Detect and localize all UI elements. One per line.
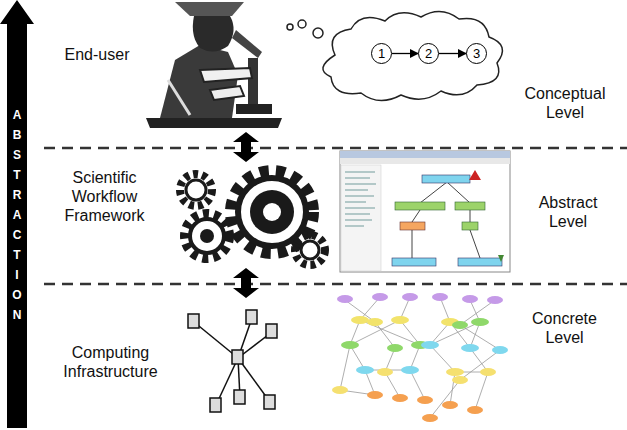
step-arrow	[392, 53, 418, 54]
thought-bubble	[298, 20, 306, 28]
thought-cloud	[323, 11, 503, 100]
level-divider	[44, 283, 627, 286]
step-circle: 1	[371, 43, 392, 64]
layer-label: End-user	[52, 45, 142, 64]
step-number: 1	[378, 46, 385, 61]
network-clipart	[188, 310, 277, 412]
step-number: 2	[425, 46, 432, 61]
level-label: Abstract Level	[528, 193, 608, 231]
concrete-workflow-graph	[332, 293, 508, 422]
step-number: 3	[473, 46, 480, 61]
thought-bubble	[287, 24, 293, 30]
thought-bubble	[313, 28, 323, 38]
step-circle: 3	[466, 43, 487, 64]
gears-clipart	[180, 172, 325, 265]
axis-label: ABSTRACTION	[8, 108, 26, 328]
scientist-clipart	[146, 2, 282, 128]
level-label: Conceptual Level	[515, 84, 615, 122]
layer-label: Computing Infrastructure	[48, 343, 173, 381]
level-divider	[44, 147, 627, 150]
step-arrow	[439, 53, 466, 54]
double-arrow	[233, 132, 259, 162]
editor-screenshot	[340, 151, 510, 272]
level-label: Concrete Level	[522, 309, 607, 347]
abstraction-arrow	[0, 0, 34, 428]
layer-label: Scientific Workflow Framework	[52, 168, 157, 225]
double-arrow	[233, 268, 259, 298]
step-circle: 2	[418, 43, 439, 64]
